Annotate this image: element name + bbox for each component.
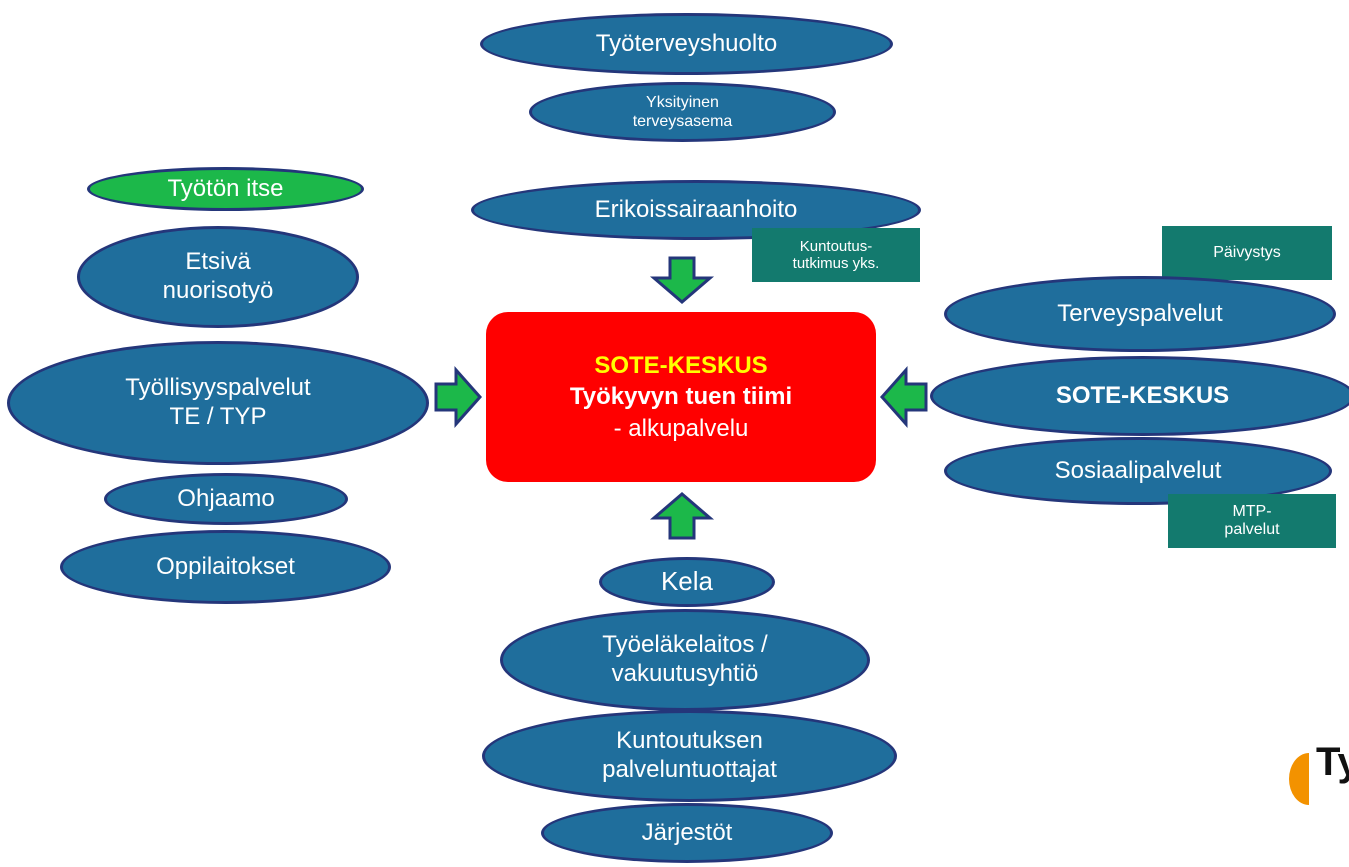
center-note: - alkupalvelu [613, 414, 749, 442]
node-label: SOTE-KESKUS [1055, 381, 1230, 409]
node-label: vakuutusyhtiö [611, 660, 759, 687]
node-tyollisyyspalvelut: Työllisyyspalvelut TE / TYP [7, 341, 429, 465]
node-terveyspalvelut: Terveyspalvelut [944, 276, 1336, 352]
node-label: Ohjaamo [177, 484, 275, 512]
node-label: Työterveyshuolto [595, 29, 778, 57]
node-sosiaalipalvelut: Sosiaalipalvelut [944, 437, 1332, 505]
node-label: Työeläkelaitos / [602, 631, 768, 659]
node-ohjaamo: Ohjaamo [104, 473, 348, 525]
box-kuntoutustutkimus: Kuntoutus- tutkimus yks. [752, 228, 920, 282]
box-label: palvelut [1224, 521, 1280, 538]
node-kuntoutuksen-palveluntuottajat: Kuntoutuksen palveluntuottajat [482, 710, 897, 802]
node-label: Järjestöt [641, 818, 733, 846]
node-sote-keskus: SOTE-KESKUS [930, 356, 1349, 436]
node-label: nuorisotyö [162, 277, 274, 304]
node-etsiva-nuorisotyo: Etsivä nuorisotyö [77, 226, 359, 328]
node-jarjestot: Järjestöt [541, 803, 833, 863]
node-label: Oppilaitokset [156, 552, 295, 580]
logo-icon [1289, 753, 1309, 805]
node-tyoelakelaitos: Työeläkelaitos / vakuutusyhtiö [500, 609, 870, 711]
box-label: Päivystys [1213, 243, 1281, 261]
box-label: MTP- [1232, 502, 1272, 520]
box-label: Kuntoutus- [799, 237, 873, 255]
node-kela: Kela [599, 557, 775, 607]
node-label: Yksityinen [646, 93, 719, 111]
node-yksityinen-terveysasema: Yksityinen terveysasema [529, 82, 836, 142]
node-label: terveysasema [632, 113, 733, 130]
box-mtp-palvelut: MTP- palvelut [1168, 494, 1336, 548]
node-label: palveluntuottajat [602, 756, 777, 783]
node-label: Kuntoutuksen [616, 727, 763, 755]
node-label: Kela [660, 566, 714, 597]
arrow-up-from-bottom [649, 492, 715, 540]
box-paivystys: Päivystys [1162, 226, 1332, 280]
node-oppilaitokset: Oppilaitokset [60, 530, 391, 604]
node-label: Sosiaalipalvelut [1054, 456, 1222, 484]
logo-text: Ty [1316, 740, 1349, 784]
node-label: Työllisyyspalvelut [125, 374, 311, 402]
node-label: Etsivä [185, 248, 251, 276]
arrow-left-from-right [879, 366, 928, 428]
center-subtitle: Työkyvyn tuen tiimi [569, 383, 793, 411]
node-label: Työtön itse [167, 174, 284, 202]
node-label: Erikoissairaanhoito [594, 195, 798, 223]
center-sote-keskus: SOTE-KESKUS Työkyvyn tuen tiimi - alkupa… [486, 312, 876, 482]
arrow-right-from-left [434, 366, 483, 428]
arrow-down-from-top [649, 256, 715, 304]
box-label: tutkimus yks. [792, 255, 880, 272]
node-tyoton-itse: Työtön itse [87, 167, 364, 211]
node-tyoterveyshuolto: Työterveyshuolto [480, 13, 893, 75]
node-label: TE / TYP [169, 403, 267, 430]
center-title: SOTE-KESKUS [594, 352, 768, 380]
node-label: Terveyspalvelut [1057, 299, 1223, 327]
